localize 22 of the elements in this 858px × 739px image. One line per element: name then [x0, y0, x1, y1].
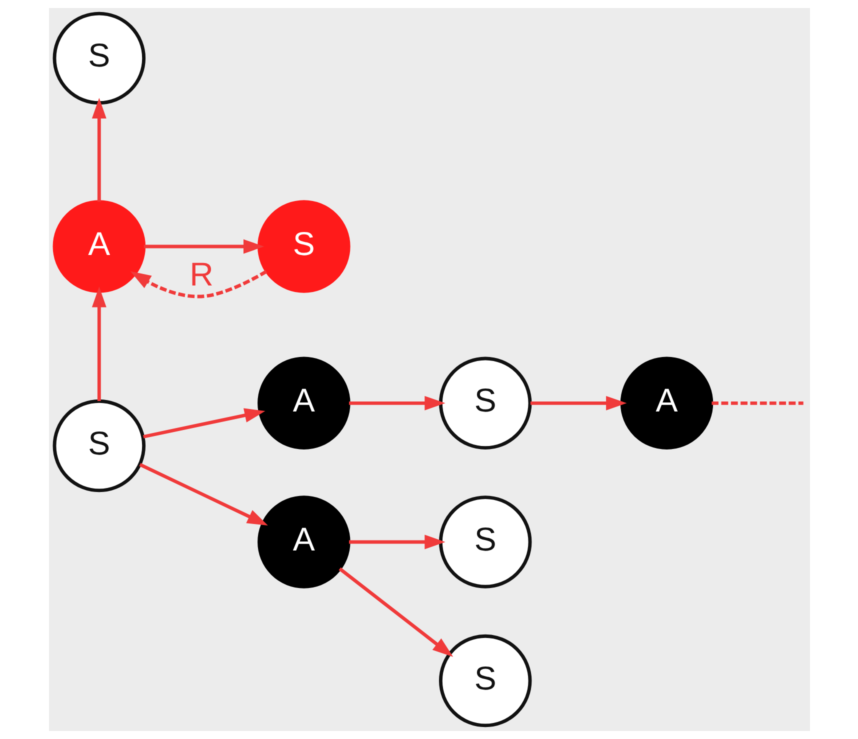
arrow [348, 396, 445, 410]
node-circle: S [438, 356, 532, 450]
arrow [91, 98, 106, 202]
arrow [142, 408, 265, 438]
node-circle: A [257, 496, 350, 588]
arrow [348, 534, 445, 550]
node-circle: A [257, 356, 350, 450]
node-circle: S [52, 399, 146, 492]
arrow [138, 463, 268, 526]
arrow [338, 567, 453, 657]
node-circle: S [438, 496, 532, 588]
node-circle: A [52, 200, 146, 293]
node-circle: S [438, 634, 532, 728]
node-circle: A [620, 356, 713, 450]
edge-label: R [189, 255, 213, 292]
connector [711, 401, 803, 405]
node-circle: S [257, 200, 350, 293]
arrow [130, 270, 267, 298]
arrow [143, 239, 264, 254]
node-circle: S [52, 12, 146, 105]
arrow [91, 286, 106, 402]
arrow [530, 396, 626, 410]
